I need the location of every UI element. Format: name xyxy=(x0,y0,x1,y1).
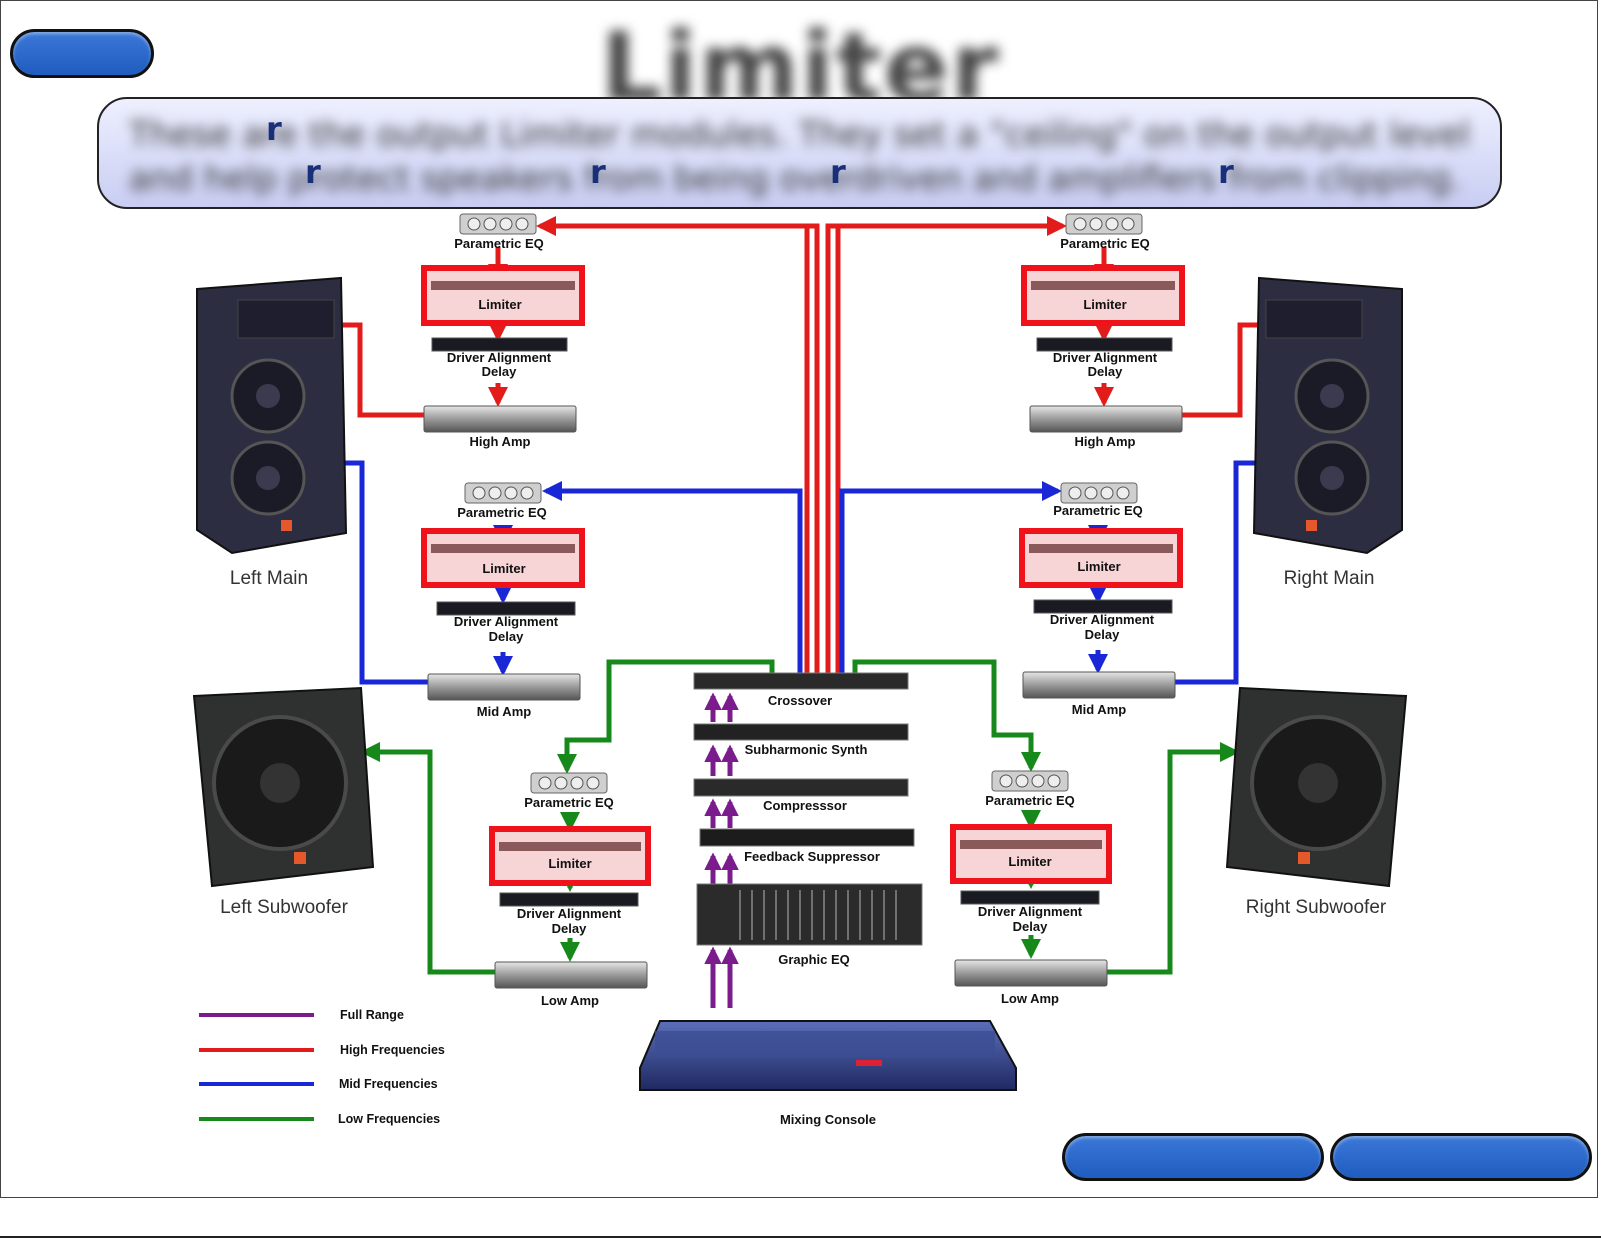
description-glyph: r xyxy=(590,153,606,191)
description-box: These are the output Limiter modules. Th… xyxy=(97,97,1502,209)
description-glyph: r xyxy=(266,110,282,148)
bottom-divider xyxy=(0,1236,1601,1238)
description-glyph: r xyxy=(830,153,846,191)
description-text: These are the output Limiter modules. Th… xyxy=(129,115,1470,199)
previous-button[interactable] xyxy=(1062,1133,1324,1181)
next-button[interactable] xyxy=(1330,1133,1592,1181)
menu-button[interactable] xyxy=(10,29,154,78)
description-glyph: r xyxy=(1218,153,1234,191)
description-glyph: r xyxy=(305,153,321,191)
